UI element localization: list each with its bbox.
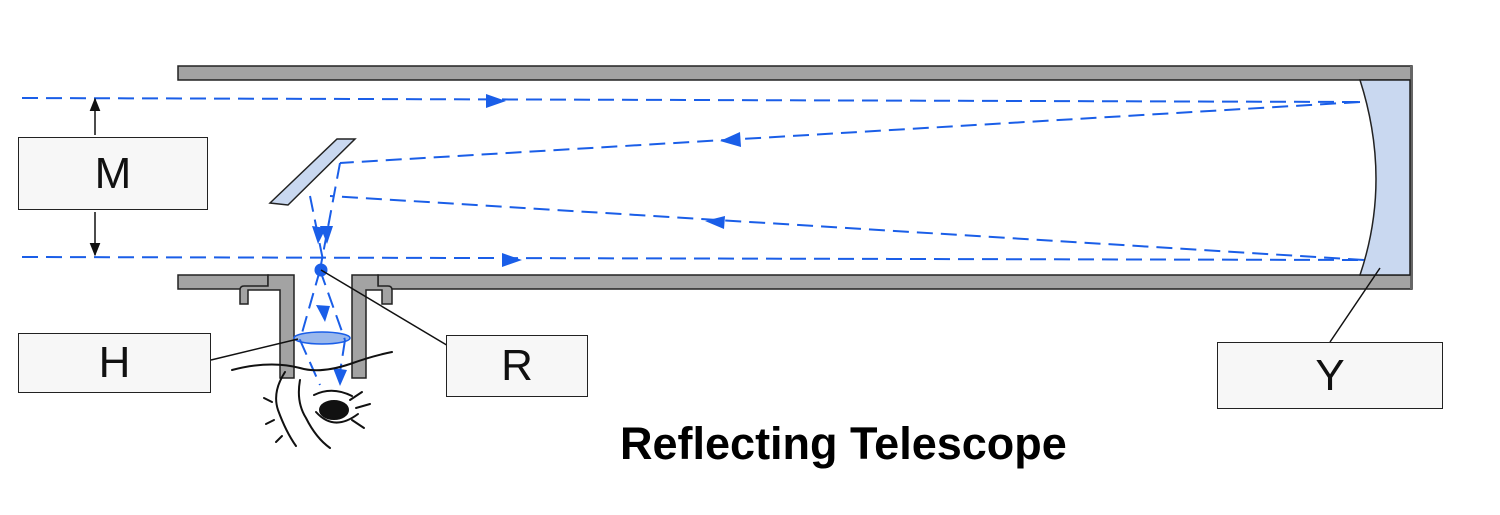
ray-arrow-incoming-bottom (502, 253, 522, 267)
eyepiece-lens (293, 331, 351, 345)
observer-eye-drawing (231, 351, 393, 449)
eyepiece-left-wall (239, 274, 295, 379)
eyepiece-ray-3 (299, 269, 321, 341)
tube-bottom-wall-right (377, 274, 1413, 290)
tube-top-wall (177, 65, 1413, 81)
leader-line-y (1329, 267, 1381, 343)
ray-arrow-eyepiece-3 (316, 305, 330, 322)
tube-back-plate (1410, 66, 1413, 289)
incoming-ray-bottom (21, 256, 1365, 261)
label-m: M (18, 137, 208, 210)
ray-arrow-incoming-top (486, 94, 506, 108)
ray-arrow-reflected-top (720, 132, 741, 147)
reflected-ray-top (339, 101, 1361, 164)
ray-arrow-eyepiece-4 (333, 368, 347, 386)
reflected-ray-bottom (329, 195, 1365, 261)
secondary-mirror (268, 138, 357, 206)
eyepiece-ray-5 (299, 339, 321, 386)
label-r: R (446, 335, 588, 397)
leader-line-h (210, 338, 299, 361)
eyepiece-ray-1 (319, 162, 341, 271)
diagram-title: Reflecting Telescope (620, 418, 1067, 469)
eyepiece-ray-4 (319, 269, 346, 341)
eyepiece-right-wall (351, 274, 393, 379)
ray-arrow-eyepiece-2 (320, 226, 333, 244)
label-y: Y (1217, 342, 1443, 409)
primary-mirror (1358, 79, 1411, 276)
leader-line-r (320, 269, 456, 351)
incoming-ray-top (21, 97, 1361, 103)
label-h: H (18, 333, 211, 393)
ray-arrow-reflected-bottom (705, 216, 725, 229)
